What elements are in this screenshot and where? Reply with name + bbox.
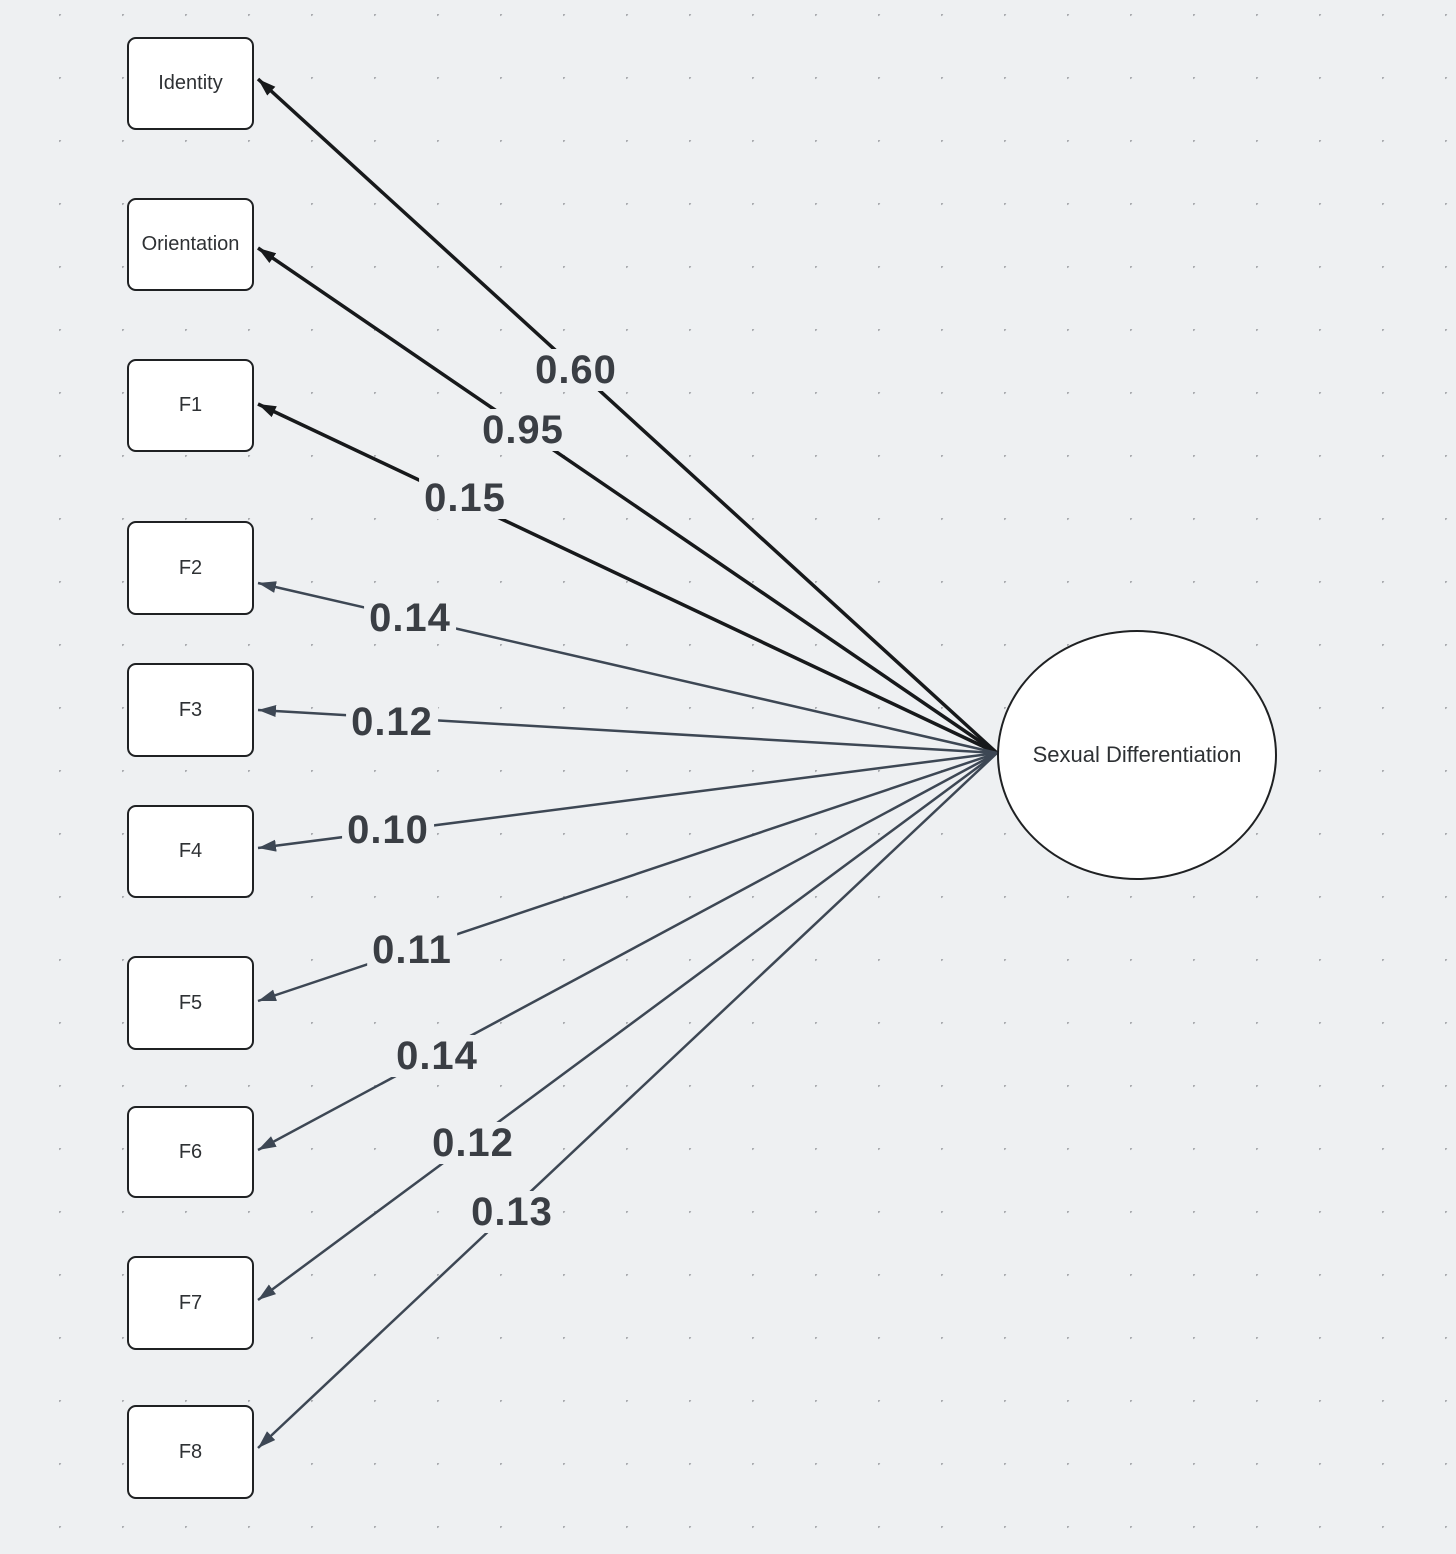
- edge-weight-label[interactable]: 0.12: [346, 701, 438, 743]
- node-label: Orientation: [141, 233, 240, 255]
- edge-weight-label[interactable]: 0.10: [342, 809, 434, 851]
- edge-line[interactable]: [256, 77, 999, 755]
- node-label: F1: [178, 394, 203, 416]
- latent-node-sexual-differentiation[interactable]: Sexual Differentiation: [997, 630, 1277, 880]
- node-identity[interactable]: Identity: [127, 37, 254, 130]
- node-label: F2: [178, 556, 203, 579]
- node-f2[interactable]: F2: [127, 521, 254, 615]
- edge-weight-label[interactable]: 0.14: [391, 1035, 483, 1077]
- node-label: F5: [178, 991, 203, 1014]
- edge-weight-label[interactable]: 0.14: [364, 597, 456, 639]
- edge-weight-label[interactable]: 0.60: [530, 349, 622, 391]
- node-f4[interactable]: F4: [127, 805, 254, 898]
- edge-line[interactable]: [257, 751, 998, 1302]
- node-label: Identity: [158, 72, 223, 94]
- edge-weight-label[interactable]: 0.95: [477, 409, 569, 451]
- edge-weight-label[interactable]: 0.11: [367, 929, 457, 971]
- node-f1[interactable]: F1: [127, 359, 254, 452]
- edge-line[interactable]: [257, 752, 998, 1449]
- node-f3[interactable]: F3: [127, 663, 254, 757]
- latent-label: Sexual Differentiation: [1032, 742, 1242, 767]
- node-f5[interactable]: F5: [127, 956, 254, 1050]
- node-f8[interactable]: F8: [127, 1405, 254, 1499]
- edge-line[interactable]: [257, 246, 998, 755]
- edge-weight-label[interactable]: 0.12: [427, 1122, 519, 1164]
- edge-weight-label[interactable]: 0.15: [419, 477, 511, 519]
- node-label: F4: [178, 840, 203, 862]
- edge-line[interactable]: [257, 751, 998, 1152]
- edge-weight-label[interactable]: 0.13: [466, 1191, 558, 1233]
- node-f6[interactable]: F6: [127, 1106, 254, 1198]
- node-label: F8: [178, 1440, 203, 1463]
- edge-line[interactable]: [257, 402, 998, 755]
- node-label: F7: [178, 1291, 203, 1314]
- node-label: F3: [178, 698, 203, 721]
- node-f7[interactable]: F7: [127, 1256, 254, 1350]
- node-label: F6: [178, 1140, 203, 1163]
- node-orientation[interactable]: Orientation: [127, 198, 254, 291]
